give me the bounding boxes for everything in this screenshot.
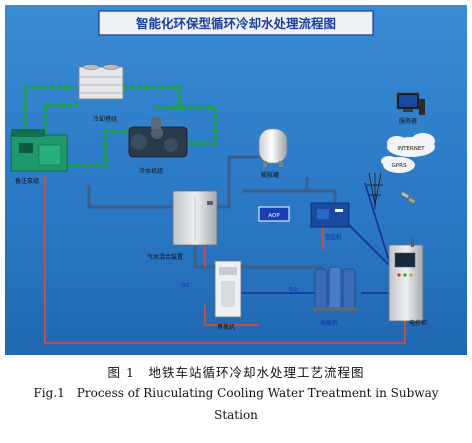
chiller-unit: 冷水机组 [128, 117, 188, 175]
ozone-generator: 臭氧机 [214, 260, 242, 331]
air-compressor: 空压机 [310, 202, 350, 241]
gprs-label: GPRS [392, 163, 407, 169]
cooling-tower: 冷却塔组 [78, 64, 124, 123]
ozone-generator-label: 臭氧机 [217, 323, 235, 331]
o3-line-label: O3 [181, 283, 190, 289]
caption-english-line2: Station [214, 408, 258, 422]
expansion-tank: 膨胀罐 [258, 128, 288, 179]
pump-set-label: 备注泵组 [15, 177, 39, 185]
air-water-mixer-label: 气水混合装置 [147, 253, 183, 261]
gprs-cloud-icon: GPRS [381, 156, 415, 173]
internet-label: INTERNET [397, 146, 425, 152]
red-return-pipe [44, 175, 406, 344]
control-cabinet-label: 电控柜 [409, 319, 427, 327]
expansion-tank-label: 膨胀罐 [261, 171, 279, 179]
diagram-title: 智能化环保型循环冷却水处理流程图 [135, 16, 336, 31]
dark-pipe-loop [87, 155, 337, 269]
aop-label: AOP [268, 213, 280, 219]
oxygen-generator-label: 制氧机 [321, 319, 338, 327]
air-water-mixer: 气水混合装置 [147, 190, 218, 261]
process-flow-diagram: 智能化环保型循环冷却水处理流程图 冷 [5, 5, 467, 355]
aop-box: AOP [258, 206, 290, 222]
pump-generator-set: 备注泵组 [10, 129, 68, 185]
figure-caption: 图 1 地铁车站循环冷却水处理工艺流程图 Fig.1 Process of Ri… [0, 364, 472, 426]
title-banner: 智能化环保型循环冷却水处理流程图 [98, 10, 374, 36]
blue-gas-lines [241, 182, 390, 294]
oxygen-generator: 制氧机 [313, 266, 357, 327]
satellite-icon [400, 190, 416, 204]
server-computer-icon: 服务器 [396, 92, 425, 125]
o2-line-label: O2 [289, 287, 298, 293]
chiller-label: 冷水机组 [139, 167, 163, 175]
antenna-tower-icon [367, 172, 383, 209]
cooling-tower-label: 冷却塔组 [93, 115, 117, 123]
caption-chinese: 图 1 地铁车站循环冷却水处理工艺流程图 [107, 365, 365, 380]
server-label: 服务器 [399, 117, 417, 125]
caption-english-line1: Fig.1 Process of Riuculating Cooling Wat… [33, 386, 439, 400]
air-compressor-label: 空压机 [325, 233, 342, 241]
control-cabinet: 电控柜 [388, 237, 427, 327]
internet-cloud-icon: INTERNET [387, 133, 435, 157]
